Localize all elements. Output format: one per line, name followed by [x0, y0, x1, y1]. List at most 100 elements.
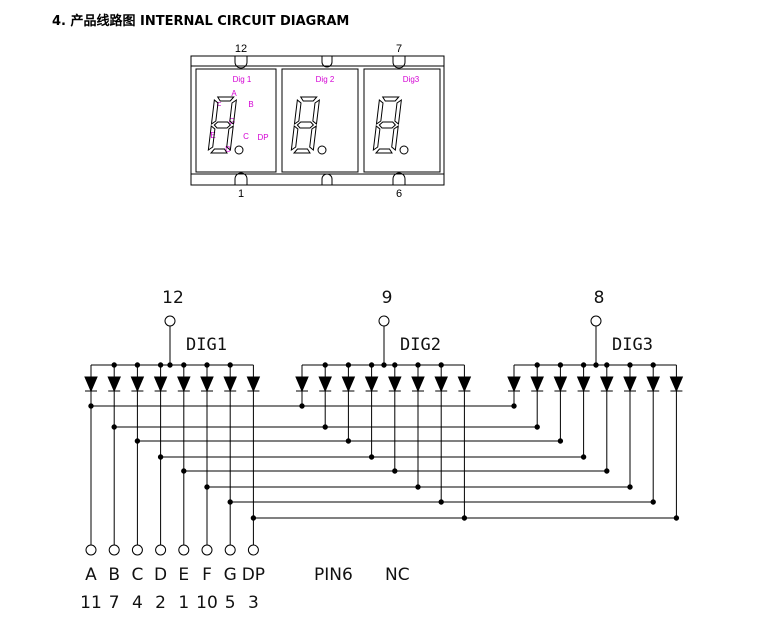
digit-1-display: [207, 96, 244, 155]
common-pin-number: 9: [382, 288, 393, 308]
junction-dot: [438, 499, 444, 505]
segment-pin-circle: [155, 544, 167, 556]
junction-dot: [557, 438, 564, 444]
digit-name: DIG3: [612, 335, 653, 355]
led-diode: [153, 376, 168, 393]
led-diode: [200, 376, 214, 393]
segment-pin-circle: [85, 544, 97, 556]
digit-name: DIG1: [186, 335, 227, 355]
segment-f: [293, 99, 302, 126]
led-diode: [576, 376, 591, 393]
segment-d: [374, 148, 393, 154]
common-pin-circle: [378, 315, 390, 327]
segment-b: [312, 98, 320, 125]
led-diode: [434, 376, 448, 393]
digit-label: Dig3: [403, 75, 420, 84]
segment-name: G: [224, 565, 237, 585]
junction-dot: [345, 438, 352, 444]
led-diode: [341, 376, 356, 393]
junction-dot: [627, 484, 633, 490]
nc-label: NC: [385, 565, 410, 585]
top-pin-label: 12: [235, 43, 247, 55]
segment-pin-number: 4: [132, 593, 143, 613]
segment-label: G: [229, 117, 235, 126]
segment-c: [226, 124, 234, 151]
segment-e: [290, 125, 299, 152]
segment-pin-number: 11: [80, 593, 102, 613]
junction-dot: [299, 403, 305, 409]
segment-label: E: [210, 131, 215, 140]
segment-pin-number: 3: [248, 593, 259, 613]
segment-name: A: [85, 565, 97, 585]
segment-name: D: [154, 565, 167, 585]
segment-a: [381, 96, 400, 102]
led-diode: [457, 376, 472, 393]
led-diode: [553, 376, 568, 393]
digit-label: Dig 1: [233, 75, 252, 84]
led-diode: [364, 376, 379, 393]
led-diode: [107, 376, 121, 393]
segment-e: [372, 125, 381, 152]
segment-name: DP: [242, 565, 265, 585]
segment-label: D: [225, 145, 231, 154]
led-diode: [600, 376, 614, 393]
digit-3-display: [372, 96, 409, 155]
segment-name: E: [178, 565, 189, 585]
junction-dot: [322, 424, 328, 430]
segment-pin-number: 5: [225, 593, 236, 613]
junction-dot: [580, 454, 587, 460]
segment-pin-number: 2: [155, 593, 166, 613]
led-diode: [411, 376, 425, 393]
segment-pin-number: 10: [196, 593, 218, 613]
segment-pin-number: 1: [178, 593, 189, 613]
pin6-label: PIN6: [314, 565, 353, 585]
junction-dot: [511, 403, 517, 409]
segment-name: F: [202, 565, 212, 585]
segment-pin-circle: [201, 544, 213, 556]
common-pin-circle: [590, 315, 602, 327]
junction-dot: [415, 484, 421, 490]
common-pin-number: 8: [594, 288, 605, 308]
junction-dot: [604, 468, 610, 474]
segment-pin-circle: [131, 544, 143, 556]
segment-d: [209, 148, 228, 154]
decimal-point: [317, 145, 327, 155]
junction-dot: [381, 362, 387, 368]
common-pin-number: 12: [162, 288, 184, 308]
bottom-pin-label: 1: [238, 188, 244, 200]
junction-dot: [593, 362, 599, 368]
decimal-point: [234, 145, 244, 155]
segment-label: B: [248, 100, 253, 109]
segment-pin-circle: [108, 544, 120, 556]
segment-label: C: [243, 132, 249, 141]
junction-dot: [461, 515, 468, 521]
led-diode: [177, 376, 191, 393]
led-diode: [507, 376, 521, 393]
segment-name: B: [108, 565, 120, 585]
segment-d: [292, 148, 311, 154]
segment-c: [391, 124, 399, 151]
led-diode: [318, 376, 332, 393]
segment-c: [309, 124, 317, 151]
led-diode: [530, 376, 544, 393]
led-diode: [623, 376, 637, 393]
decimal-point: [399, 145, 409, 155]
led-diode: [130, 376, 145, 393]
led-diode: [669, 376, 684, 393]
led-diode: [388, 376, 402, 393]
segment-label: DP: [257, 133, 268, 142]
junction-dot: [673, 515, 680, 521]
digit-name: DIG2: [400, 335, 441, 355]
segment-f: [210, 99, 219, 126]
junction-dot: [392, 468, 398, 474]
top-pin-label: 7: [396, 43, 402, 55]
segment-g: [296, 121, 315, 129]
segment-a: [216, 96, 235, 102]
junction-dot: [650, 499, 656, 505]
segment-g: [378, 121, 397, 129]
segment-pin-number: 7: [109, 593, 120, 613]
segment-b: [394, 98, 402, 125]
segment-label: A: [231, 89, 237, 98]
section-heading: 4. 产品线路图 INTERNAL CIRCUIT DIAGRAM: [52, 14, 350, 29]
